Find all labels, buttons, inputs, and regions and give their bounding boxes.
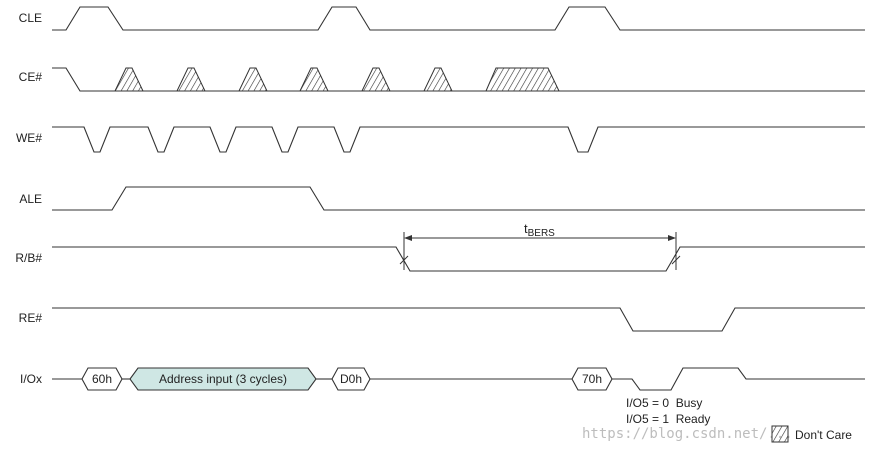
label-cle: CLE <box>19 11 42 25</box>
label-we: WE# <box>16 131 42 145</box>
we-waveform <box>52 126 865 153</box>
io-status-wave <box>612 367 865 391</box>
ce-hatch-4 <box>299 67 329 92</box>
bus-text-70h: 70h <box>582 372 602 386</box>
legend: Don't Care <box>771 425 852 443</box>
note-busy: I/O5 = 0 Busy <box>626 396 702 410</box>
ce-waveform <box>52 67 865 92</box>
ce-hatch-5 <box>361 67 391 92</box>
tbers-sub: BERS <box>528 228 556 239</box>
legend-hatch-swatch <box>771 425 789 443</box>
ale-waveform <box>52 186 865 211</box>
note-ready: I/O5 = 1 Ready <box>626 412 710 426</box>
ce-hatch-1 <box>114 67 144 92</box>
watermark-text: https://blog.csdn.net/... <box>582 426 793 442</box>
re-waveform <box>52 307 865 332</box>
ce-hatch-7 <box>485 67 560 92</box>
label-io: I/Ox <box>20 372 42 386</box>
label-ce: CE# <box>19 70 43 84</box>
bus-text-address: Address input (3 cycles) <box>159 372 287 386</box>
ce-hatch-2 <box>176 67 206 92</box>
legend-dont-care: Don't Care <box>795 428 852 442</box>
rb-waveform <box>52 246 865 272</box>
cle-waveform <box>52 6 865 31</box>
label-re: RE# <box>19 311 43 325</box>
ce-dont-care-regions <box>114 67 560 92</box>
bus-text-d0h: D0h <box>340 372 362 386</box>
tbers-label: tBERS <box>524 221 555 239</box>
tbers-t: t <box>524 221 528 236</box>
ce-hatch-3 <box>238 67 268 92</box>
ce-hatch-6 <box>423 67 453 92</box>
label-ale: ALE <box>19 192 42 206</box>
label-rb: R/B# <box>15 251 42 265</box>
tbers-marker <box>399 232 681 270</box>
io-bus <box>52 367 865 391</box>
bus-text-60h: 60h <box>92 372 112 386</box>
